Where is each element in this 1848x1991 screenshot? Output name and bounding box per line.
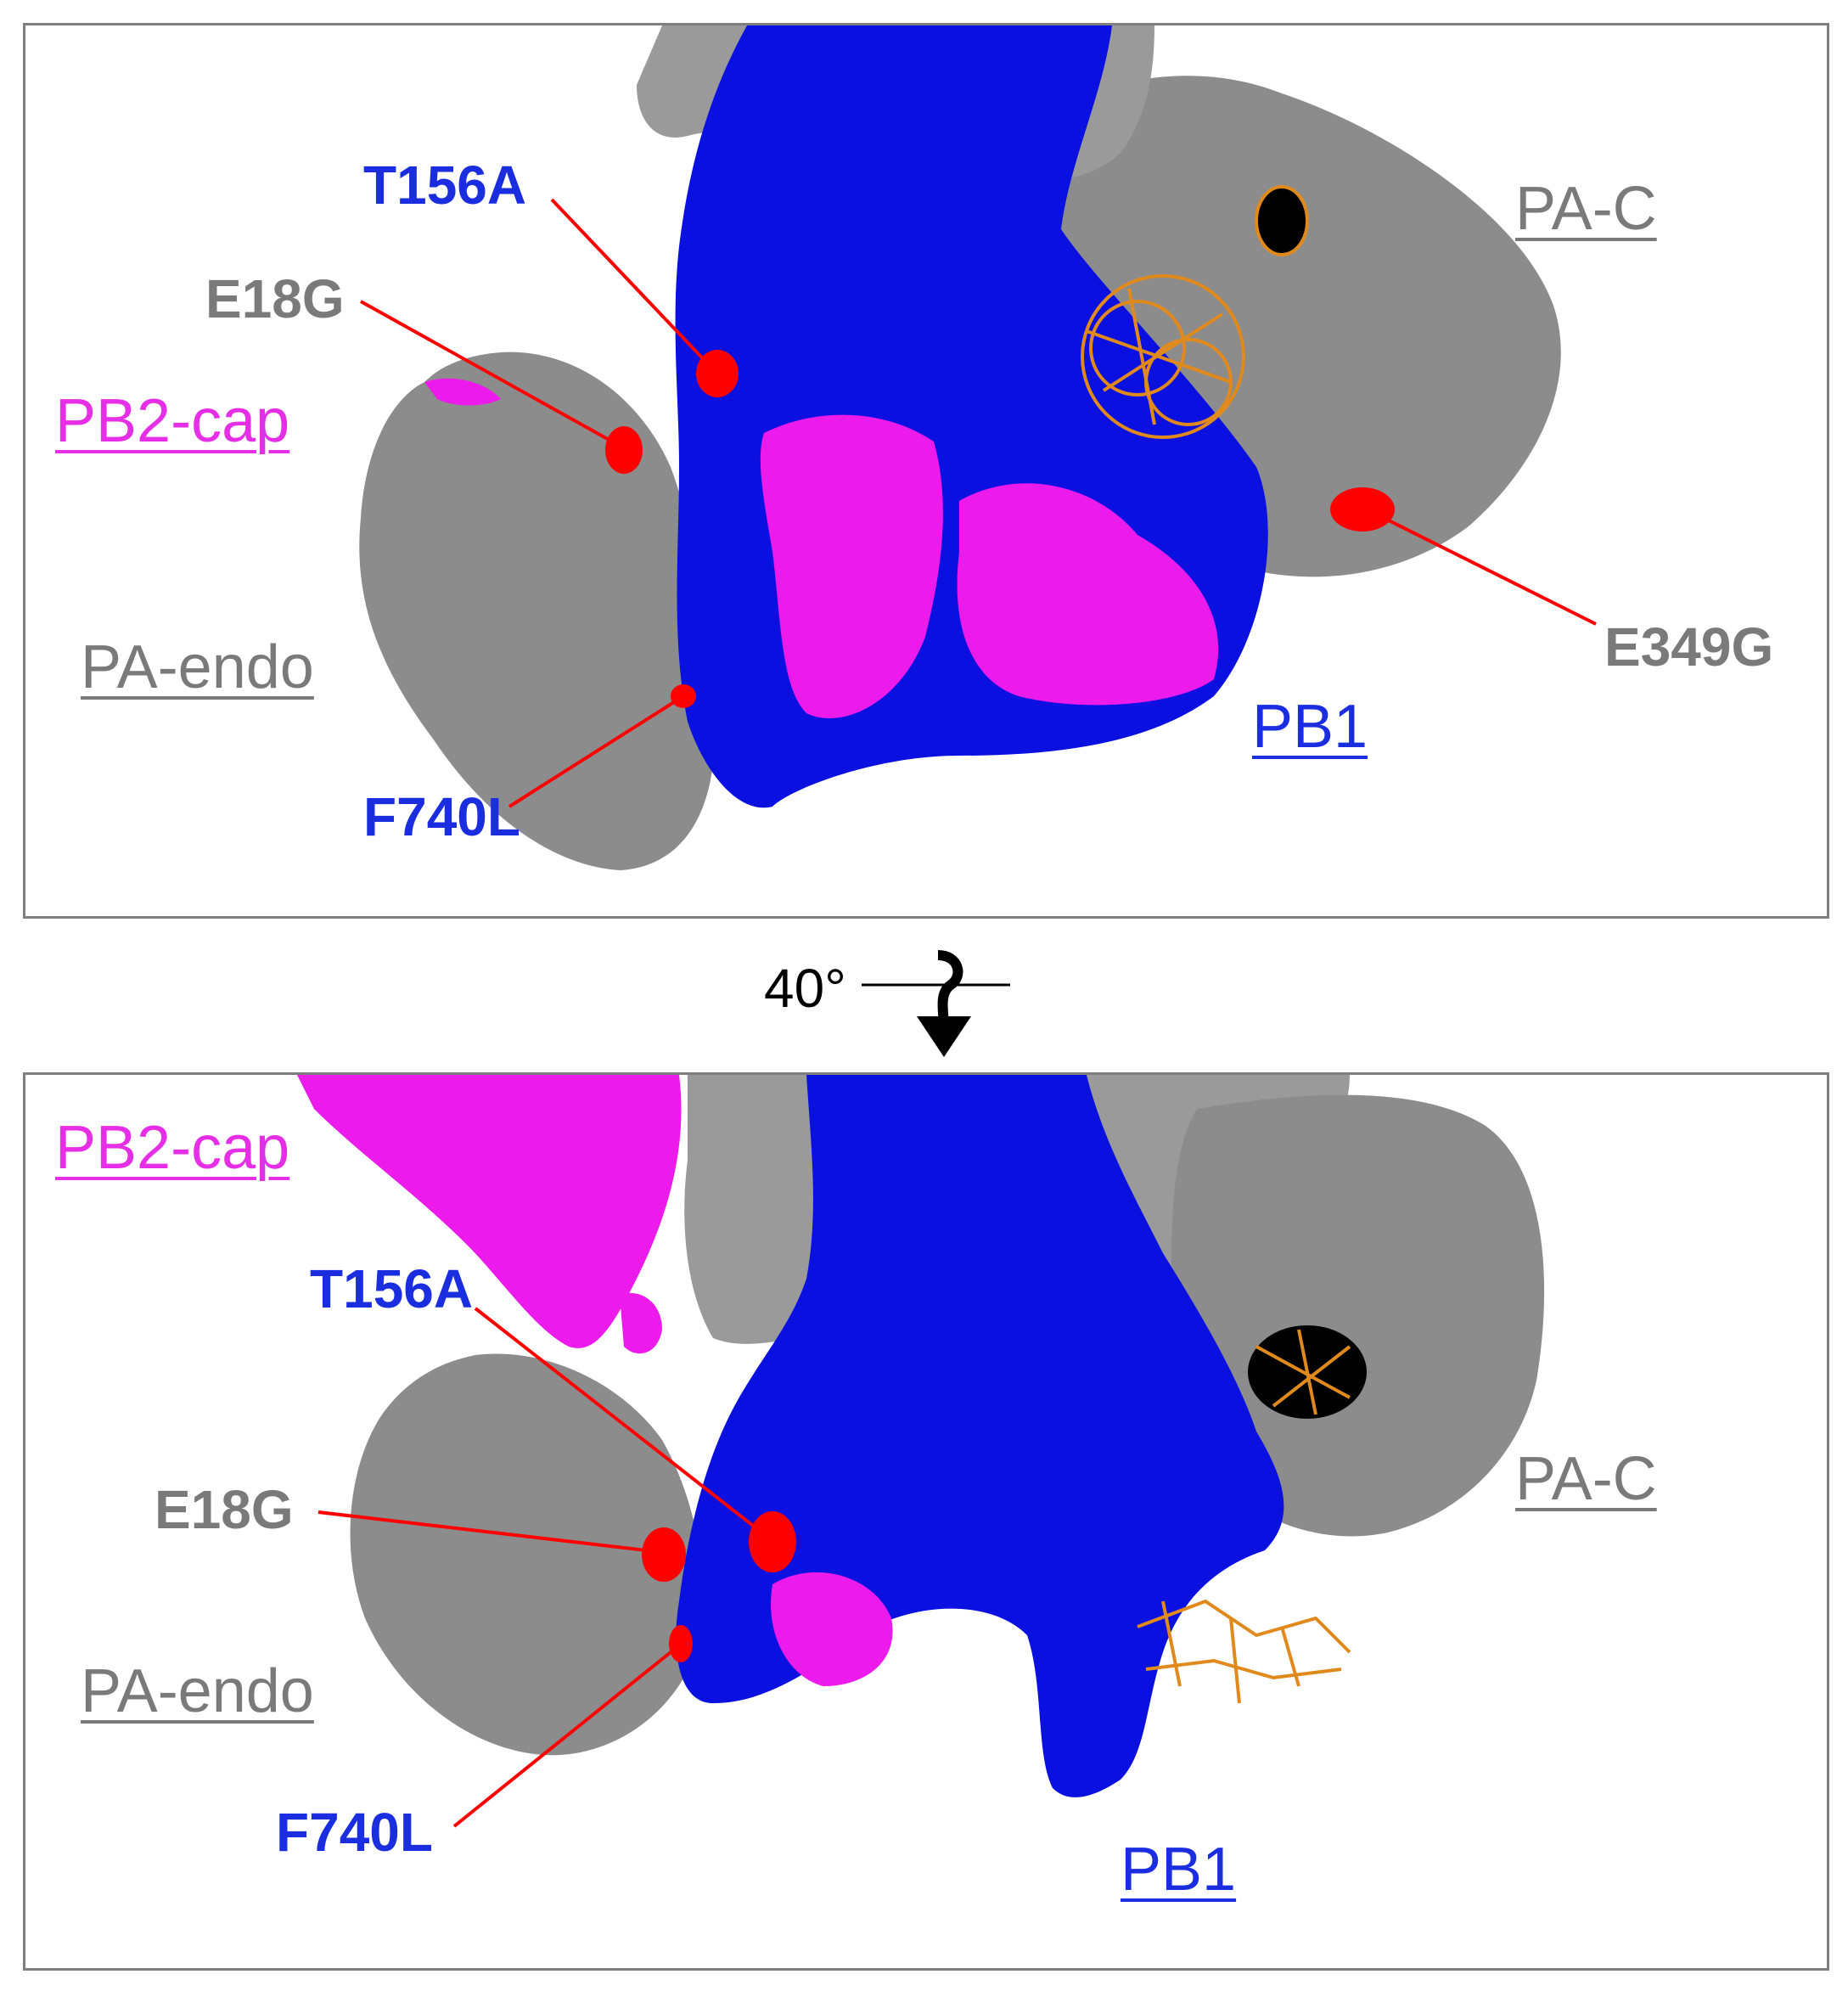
mutation-label-e18g: E18G xyxy=(154,1479,294,1540)
mutation-e349g-patch xyxy=(1330,487,1395,531)
mutation-label-t156a: T156A xyxy=(363,155,527,216)
mutation-f740l-patch xyxy=(669,1625,693,1662)
domain-label-pa-endo: PA-endo xyxy=(81,633,314,701)
pb2-surface-right xyxy=(957,483,1219,706)
domain-label-pb2-cap: PB2-cap xyxy=(55,387,290,455)
mutation-label-e18g: E18G xyxy=(205,268,345,329)
ligand-mesh-top xyxy=(1081,185,1309,439)
pb2-cap-surface xyxy=(297,1075,682,1348)
domain-label-pb1: PB1 xyxy=(1121,1836,1237,1904)
pb2-surface-edge xyxy=(424,378,501,406)
ligand-mesh-bottom xyxy=(1137,1329,1351,1704)
pb2-surface-left xyxy=(760,414,943,718)
leader-line-e349g xyxy=(1366,508,1597,626)
mutation-label-f740l: F740L xyxy=(363,786,520,847)
domain-label-pa-c: PA-C xyxy=(1515,1445,1657,1513)
mutation-e18g-patch xyxy=(642,1527,686,1582)
pb2-surface-lower xyxy=(771,1572,893,1686)
leader-line-t156a xyxy=(550,198,715,371)
mutation-label-e349g: E349G xyxy=(1604,616,1774,678)
mutation-e18g-patch xyxy=(605,426,643,474)
protein-structure-top xyxy=(359,25,1597,870)
mutation-t156a-patch xyxy=(749,1511,796,1572)
rotation-indicator: 40° xyxy=(764,921,1044,1074)
pa-c-surface xyxy=(1171,1094,1545,1537)
leader-line-e18g xyxy=(317,1510,661,1554)
domain-label-pb1: PB1 xyxy=(1252,693,1368,761)
mutation-label-f740l: F740L xyxy=(276,1802,433,1863)
domain-label-pb2-cap: PB2-cap xyxy=(55,1114,290,1182)
mutation-label-t156a: T156A xyxy=(310,1258,474,1319)
leader-line-f740l xyxy=(452,1644,681,1828)
pa-endo-surface xyxy=(359,352,715,870)
pb2-surface-link xyxy=(620,1292,662,1354)
rotation-angle-label: 40° xyxy=(764,958,846,1019)
leader-line-f740l xyxy=(508,695,685,808)
rotate-arrow-icon xyxy=(862,950,1010,1057)
pa-endo-surface xyxy=(350,1353,703,1756)
leader-line-e18g xyxy=(360,300,621,447)
domain-label-pa-endo: PA-endo xyxy=(81,1657,314,1725)
protein-structure-bottom xyxy=(297,1075,1545,1828)
structure-panel-bottom: PB2-cap T156A E18G PA-C PA-endo F740L PB… xyxy=(23,1072,1829,1971)
structure-panel-top: T156A E18G E349G F740L PA-C PB2-cap PA-e… xyxy=(23,23,1829,919)
domain-label-pa-c: PA-C xyxy=(1515,175,1657,243)
leader-line-t156a xyxy=(474,1307,770,1539)
